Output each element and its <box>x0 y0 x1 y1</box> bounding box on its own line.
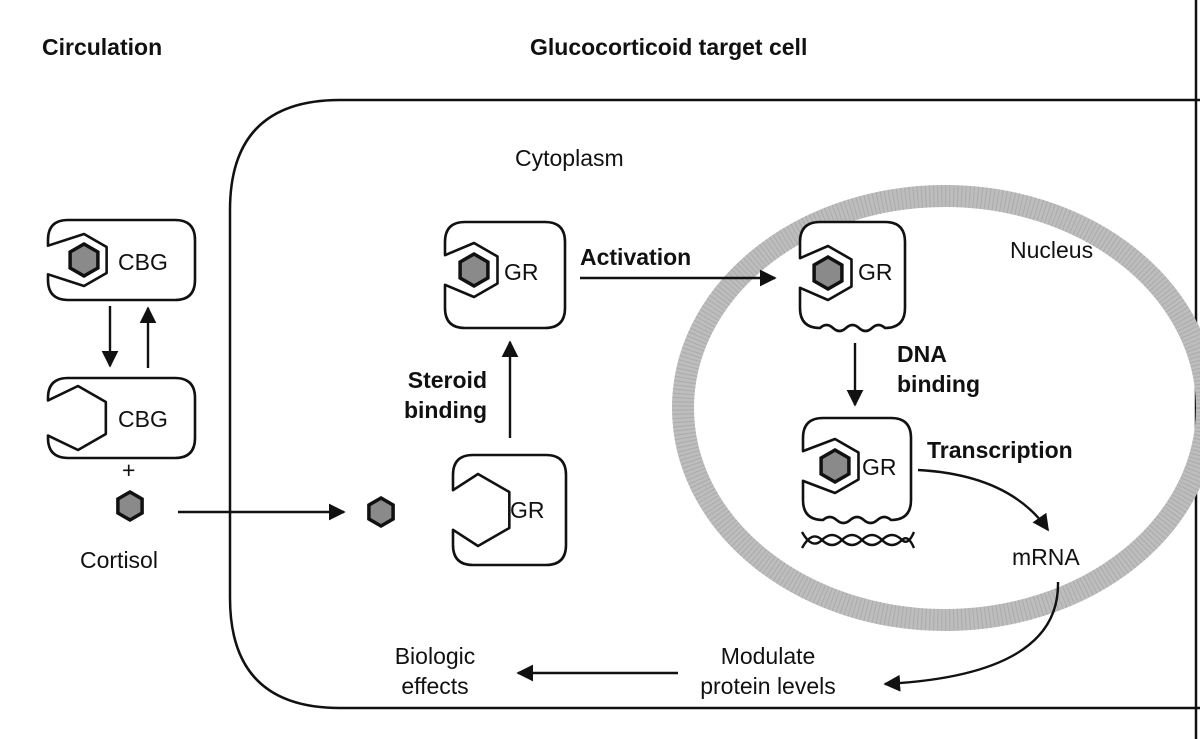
modulate-label-1: Modulate <box>721 643 816 669</box>
cell-membrane <box>228 98 1200 710</box>
gr-dna-label: GR <box>862 454 897 480</box>
gr-free-protein <box>451 453 568 567</box>
cortisol-bound-cbg-icon <box>68 241 100 279</box>
biologic-effects-label-2: effects <box>401 673 468 699</box>
activation-label: Activation <box>580 244 691 270</box>
gr-dna-bound-protein <box>801 416 913 525</box>
plus-sign: + <box>122 457 135 483</box>
cbg-free-label: CBG <box>118 406 168 432</box>
cortisol-intracellular-icon <box>367 495 395 529</box>
cortisol-molecule-icon <box>116 489 144 523</box>
transcription-label: Transcription <box>927 437 1073 463</box>
gr-activated-protein <box>798 220 907 333</box>
cbg-bound-protein <box>46 218 197 302</box>
dna-binding-label-2: binding <box>897 371 980 397</box>
dna-binding-label-1: DNA <box>897 341 947 367</box>
mrna-label: mRNA <box>1012 544 1080 570</box>
steroid-binding-label-2: binding <box>404 397 487 423</box>
biologic-effects-label-1: Biologic <box>395 643 476 669</box>
dna-helix-icon <box>800 531 916 549</box>
label-cytoplasm: Cytoplasm <box>515 145 624 171</box>
cortisol-gr-dna-icon <box>819 447 851 485</box>
gr-bound-label: GR <box>504 259 539 285</box>
nuclear-envelope <box>672 185 1200 631</box>
modulate-label-2: protein levels <box>700 673 836 699</box>
cortisol-gr-activated-icon <box>812 254 844 292</box>
steroid-binding-label-1: Steroid <box>408 367 487 393</box>
gr-bound-protein <box>443 220 567 330</box>
cortisol-gr-icon <box>458 251 490 289</box>
header-circulation: Circulation <box>42 34 162 60</box>
cbg-bound-label: CBG <box>118 249 168 275</box>
cortisol-label: Cortisol <box>80 547 158 573</box>
cbg-free-protein <box>46 376 197 460</box>
header-target-cell: Glucocorticoid target cell <box>530 34 807 60</box>
label-nucleus: Nucleus <box>1010 237 1093 263</box>
arrow-transcription <box>917 468 1049 532</box>
arrow-translation <box>883 581 1060 692</box>
gr-activated-label: GR <box>858 259 893 285</box>
gr-free-label: GR <box>510 497 545 523</box>
